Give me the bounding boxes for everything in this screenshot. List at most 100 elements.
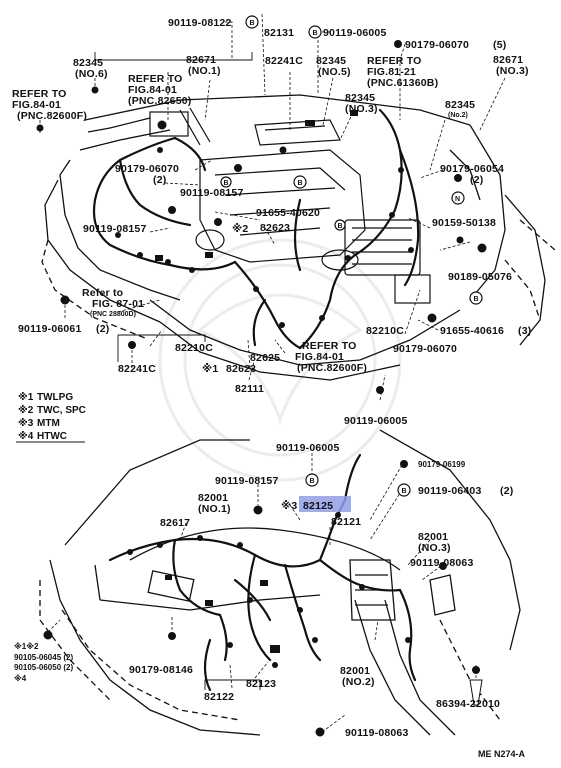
label-82671-no1-sub: (NO.1) xyxy=(188,65,221,77)
label-82345-no5-sub: (NO.5) xyxy=(318,66,351,78)
label-90119-08157-c: 90119-08157 xyxy=(215,475,279,487)
label-82125[interactable]: 82125 xyxy=(303,500,333,512)
cowl-wire-harness xyxy=(108,453,417,692)
label-90119-06005-top: 90119-06005 xyxy=(323,27,387,39)
label-90119-06005-b: 90119-06005 xyxy=(276,442,340,454)
bolt-mark-b: B xyxy=(313,30,318,37)
engine-block xyxy=(149,107,431,304)
bolt-mark-letters: B B B B N B B xyxy=(224,20,479,303)
label-90179-06070-2: 90179-06070 xyxy=(115,163,179,175)
label-82001-no3: 82001 xyxy=(418,531,448,543)
label-82111: 82111 xyxy=(235,383,264,395)
label-82001-no2-sub: (NO.2) xyxy=(342,676,375,688)
label-90179-08146: 90179-08146 xyxy=(129,664,193,676)
label-90179-06070-qty: (5) xyxy=(493,39,506,51)
label-90119-06061-qty: (2) xyxy=(96,323,109,335)
bolt-mark-b: B xyxy=(250,20,255,27)
refer-fig-84-01-b-line3: (PNC.82650) xyxy=(128,95,191,107)
refer-fig-81-21-line1: REFER TO xyxy=(367,55,422,67)
label-90119-06403: 90119-06403 xyxy=(418,485,482,497)
refer-fig-84-01-b-line1: REFER TO xyxy=(128,73,183,85)
refer-fig-84-01-b-line2: FIG.84-01 xyxy=(128,84,177,96)
label-82671-no3-sub: (NO.3) xyxy=(496,65,529,77)
refer-fig-84-01-a-line2: FIG.84-01 xyxy=(12,99,61,111)
leader-lines-bottom xyxy=(47,453,477,733)
bottom-body-outline xyxy=(39,429,521,736)
bolt-symbols-bottom xyxy=(43,460,483,737)
star1-mark: ※1 xyxy=(202,363,218,375)
label-82001-no1: 82001 xyxy=(198,492,228,504)
note-star1-star2: ※1※2 xyxy=(14,641,39,651)
label-90179-06199: 90179-06199 xyxy=(418,460,466,469)
label-82345-no2: 82345 xyxy=(445,99,475,111)
refer-fig-87-01-line2: FIG. 87-01 xyxy=(92,298,144,310)
refer-fig-84-01-a-line1: REFER TO xyxy=(12,88,67,100)
label-82617: 82617 xyxy=(160,517,190,529)
label-82625: 82625 xyxy=(250,352,280,364)
note-90105-06045: 90105-06045 (2) xyxy=(14,653,73,662)
label-90119-06005-mid: 90119-06005 xyxy=(344,415,408,427)
top-body-outline xyxy=(41,94,556,381)
bolt-mark-n: N xyxy=(455,196,460,203)
label-90179-06054-qty: (2) xyxy=(470,174,483,186)
label-90189-05076: 90189-05076 xyxy=(448,271,512,283)
label-82345-no3-sub: (NO.3) xyxy=(345,103,378,115)
label-82001-no3-sub: (NO.3) xyxy=(418,542,451,554)
top-part-labels: 90119-08122 82131 90119-06005 90179-0607… xyxy=(12,17,531,427)
label-82241c-top: 82241C xyxy=(265,55,303,67)
legend-text-mtm: MTM xyxy=(37,418,60,429)
label-90159-50138: 90159-50138 xyxy=(432,217,496,229)
bracket-lines xyxy=(94,52,253,362)
label-82623-b: 82623 xyxy=(226,363,256,375)
label-91655-40616: 91655-40616 xyxy=(440,325,504,337)
figure-code-footer: ME N274-A xyxy=(478,749,526,759)
label-90179-06070-3: 90179-06070 xyxy=(393,343,457,355)
label-82210c-a: 82210C xyxy=(175,342,213,354)
legend-mark-3: ※3 xyxy=(18,417,34,429)
label-90119-08157-a: 90119-08157 xyxy=(180,187,244,199)
label-90119-08157-b: 90119-08157 xyxy=(83,223,147,235)
note-90105-06050: 90105-06050 (2) xyxy=(14,663,73,672)
legend-text-htwc: HTWC xyxy=(37,431,67,442)
label-82121: 82121 xyxy=(331,516,361,528)
bolt-mark-b: B xyxy=(474,296,479,303)
label-82241c-b: 82241C xyxy=(118,363,156,375)
bolt-mark-b: B xyxy=(224,180,229,187)
label-86394-22010: 86394-22010 xyxy=(436,698,500,710)
refer-fig-87-01-line1: Refer to xyxy=(82,287,123,299)
label-90179-06054: 90179-06054 xyxy=(440,163,504,175)
star3-mark: ※3 xyxy=(281,500,297,512)
label-82345-no6-sub: (NO.6) xyxy=(75,68,108,80)
refer-fig-84-01-c-line3: (PNC.82600F) xyxy=(297,362,367,374)
legend-text-twlpg: TWLPG xyxy=(37,392,73,403)
legend-mark-1: ※1 xyxy=(18,391,34,403)
legend-text-twc-spc: TWC, SPC xyxy=(37,405,86,416)
label-82001-no1-sub: (NO.1) xyxy=(198,503,231,515)
label-82131: 82131 xyxy=(264,27,294,39)
label-82345-no2-sub: (No.2) xyxy=(448,112,468,119)
label-90119-08122: 90119-08122 xyxy=(168,17,232,29)
label-91655-40616-qty: (3) xyxy=(518,325,531,337)
label-90179-06070-2-qty: (2) xyxy=(153,174,166,186)
label-90119-06061: 90119-06061 xyxy=(18,323,82,335)
bottom-part-labels: 90119-06005 90179-06199 90119-08157 9011… xyxy=(14,442,526,759)
refer-fig-81-21-line3: (PNC.61360B) xyxy=(367,77,438,89)
label-91655-40620: 91655-40620 xyxy=(256,207,320,219)
bolt-mark-b: B xyxy=(310,478,315,485)
legend-mark-4: ※4 xyxy=(18,430,34,442)
refer-fig-84-01-a-line3: (PNC.82600F) xyxy=(17,110,87,122)
engine-wire-harness xyxy=(92,108,420,350)
highlight-82125[interactable] xyxy=(299,496,351,512)
label-90119-08063-a: 90119-08063 xyxy=(410,557,474,569)
label-82001-no2: 82001 xyxy=(340,665,370,677)
note-star4: ※4 xyxy=(14,673,27,683)
label-90119-06403-qty: (2) xyxy=(500,485,513,497)
label-82623-a: 82623 xyxy=(260,222,290,234)
label-90119-08063-b: 90119-08063 xyxy=(345,727,409,739)
label-90179-06070: 90179-06070 xyxy=(405,39,469,51)
watermark-emblem xyxy=(158,238,402,482)
bolt-mark-b: B xyxy=(402,488,407,495)
refer-fig-81-21-line2: FIG.81-21 xyxy=(367,66,416,78)
option-legend: ※1 TWLPG ※2 TWC, SPC ※3 MTM ※4 HTWC xyxy=(16,391,86,443)
